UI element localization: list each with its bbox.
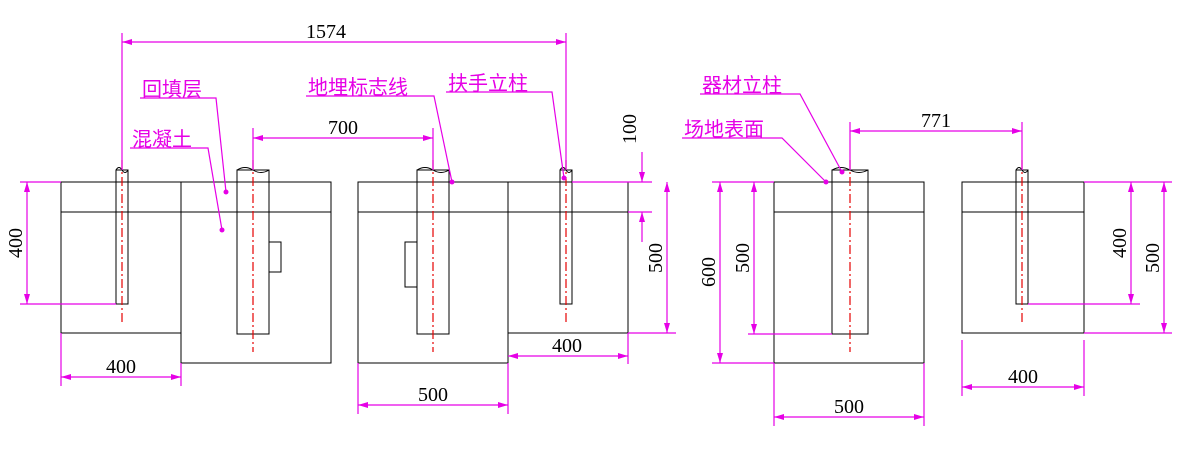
dim-text-post-gap-left: 700 <box>328 117 358 139</box>
label-ground-surface: 场地表面 <box>684 117 764 141</box>
concrete-block <box>773 211 925 364</box>
annotation-labels: 回填层 混凝土 地埋标志线 扶手立柱 器材立柱 场地表面 <box>132 71 782 151</box>
dim-text-height-500-c: 500 <box>732 243 754 273</box>
surface-layer <box>961 181 1085 213</box>
surface-layer <box>180 181 332 213</box>
leader-ground-surface <box>682 137 827 183</box>
dimension-text: 1574 700 771 400 500 400 500 400 400 100… <box>5 21 1164 418</box>
dim-text-top-layer: 100 <box>619 114 641 144</box>
dim-text-base-5: 400 <box>1008 366 1038 388</box>
footing-2 <box>180 160 332 364</box>
concrete-block <box>180 211 332 364</box>
dim-text-top-span: 1574 <box>306 21 346 43</box>
label-equipment-post: 器材立柱 <box>702 73 782 97</box>
label-concrete: 混凝土 <box>132 127 192 151</box>
dim-text-base-3: 400 <box>552 335 582 357</box>
leader-concrete <box>130 147 223 231</box>
leader-marker-line <box>306 95 453 183</box>
footing-5 <box>773 160 925 364</box>
leader-backfill <box>140 97 227 193</box>
anchor-plate <box>268 241 282 273</box>
concrete-block <box>507 211 629 334</box>
dim-text-height-600: 600 <box>698 257 720 287</box>
anchor-plate <box>404 241 418 288</box>
label-handrail-post: 扶手立柱 <box>448 71 528 95</box>
dim-text-post-gap-right: 771 <box>921 110 951 132</box>
surface-layer <box>773 181 925 213</box>
footing-6 <box>961 160 1085 334</box>
surface-layer <box>60 181 182 213</box>
footing-3 <box>357 160 509 364</box>
leader-equipment-post <box>700 93 843 173</box>
footing-1 <box>60 160 182 334</box>
concrete-block <box>60 211 182 334</box>
label-marker-line: 地埋标志线 <box>308 75 408 99</box>
dim-text-height-400-r: 400 <box>1109 228 1131 258</box>
dim-text-base-4: 500 <box>834 396 864 418</box>
dim-text-height-left: 400 <box>5 228 27 258</box>
label-backfill: 回填层 <box>142 77 202 101</box>
dim-text-height-mid: 500 <box>645 243 667 273</box>
dim-text-height-500-r: 500 <box>1142 243 1164 273</box>
dim-text-base-1: 400 <box>106 356 136 378</box>
leader-handrail-post <box>446 91 565 179</box>
leader-lines <box>130 91 845 233</box>
surface-layer <box>507 181 629 213</box>
dim-text-base-2: 500 <box>418 384 448 406</box>
dimension-lines <box>20 33 1172 426</box>
footing-4 <box>507 160 629 334</box>
concrete-block <box>961 211 1085 334</box>
